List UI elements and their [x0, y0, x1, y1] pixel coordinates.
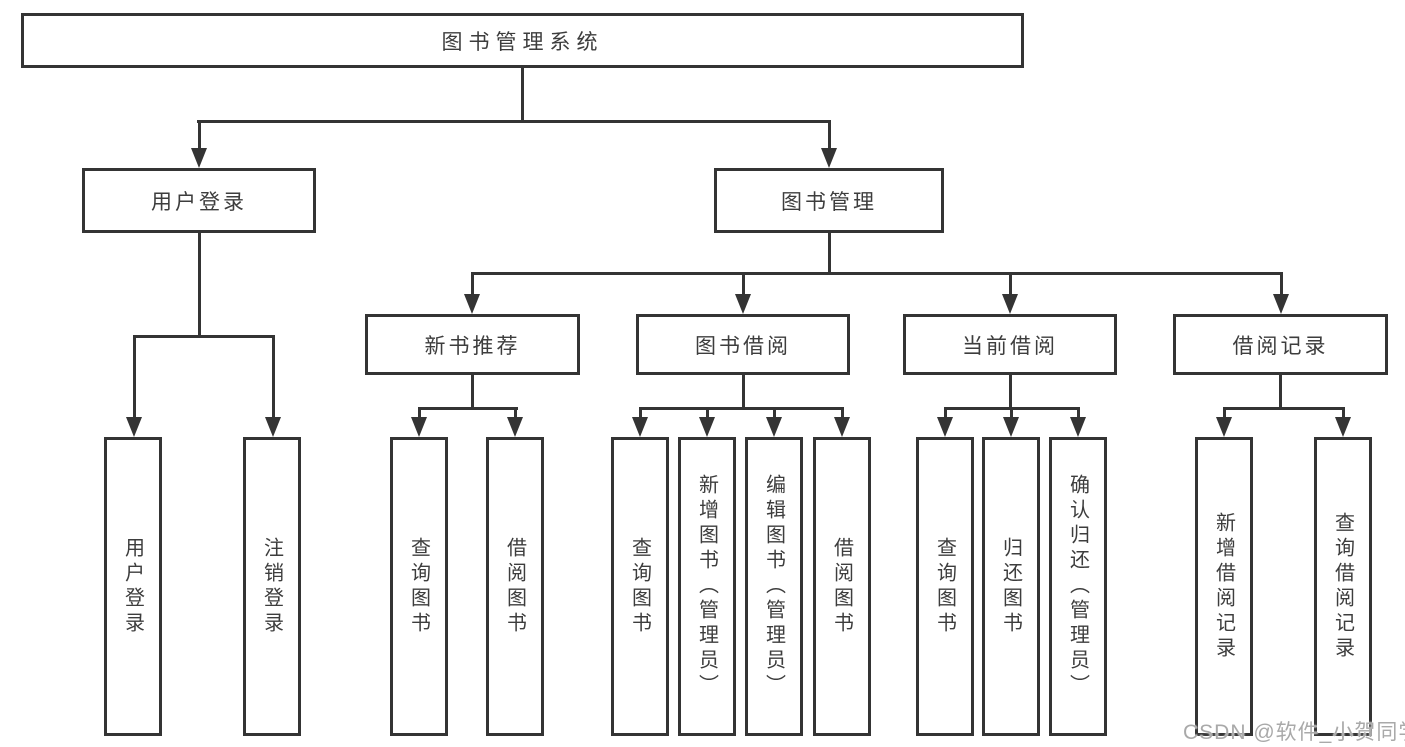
connector-bookmgmt-hline — [471, 272, 1282, 275]
node-label: 借阅记录 — [1232, 334, 1329, 358]
arrow-down-icon — [766, 417, 782, 437]
leaf-edit-books-admin: 编辑图书（管理员） — [745, 437, 803, 736]
connector-root-stub-left — [198, 120, 201, 152]
leaf-query-borrow-record: 查询借阅记录 — [1314, 437, 1372, 736]
connector-userlogin-vline — [198, 233, 201, 337]
connector-bookmgmt-stub-4 — [1280, 272, 1283, 296]
node-library-system: 图书管理系统 — [21, 13, 1024, 68]
arrow-down-icon — [1070, 417, 1086, 437]
arrow-down-icon — [507, 417, 523, 437]
node-label: 新增图书（管理员） — [695, 474, 718, 699]
connector-borrow-stub-2 — [706, 407, 709, 419]
node-label: 借阅图书 — [503, 536, 526, 637]
connector-recommend-stub-1 — [418, 407, 421, 419]
connector-recommend-stub-2 — [514, 407, 517, 419]
node-book-management: 图书管理 — [714, 168, 944, 233]
node-new-book-recommend: 新书推荐 — [365, 314, 580, 375]
connector-bookmgmt-stub-2 — [742, 272, 745, 296]
leaf-borrow-books: 借阅图书 — [813, 437, 871, 736]
arrow-down-icon — [265, 417, 281, 437]
node-label: 注销登录 — [260, 536, 283, 637]
node-label: 图书管理 — [781, 190, 877, 214]
connector-borrow-vline — [742, 375, 745, 409]
node-label: 编辑图书（管理员） — [762, 474, 785, 699]
arrow-down-icon — [126, 417, 142, 437]
connector-root-hline — [197, 120, 831, 123]
leaf-query-books-current: 查询图书 — [916, 437, 974, 736]
leaf-confirm-return-admin: 确认归还（管理员） — [1049, 437, 1107, 736]
connector-current-stub-2 — [1010, 407, 1013, 419]
leaf-query-books-recommend: 查询图书 — [390, 437, 448, 736]
arrow-down-icon — [1335, 417, 1351, 437]
csdn-watermark: CSDN @软件_小贺同学 — [1183, 721, 1405, 744]
connector-records-stub-1 — [1223, 407, 1226, 419]
connector-recommend-hline — [418, 407, 518, 410]
arrow-down-icon — [464, 294, 480, 314]
connector-bookmgmt-stub-1 — [471, 272, 474, 296]
arrow-down-icon — [191, 148, 207, 168]
node-label: 图书借阅 — [695, 334, 791, 358]
connector-userlogin-stub-2 — [272, 335, 275, 419]
connector-current-stub-3 — [1077, 407, 1080, 419]
node-label: 新增借阅记录 — [1212, 511, 1235, 662]
node-label: 用户登录 — [121, 536, 144, 637]
connector-current-stub-1 — [944, 407, 947, 419]
node-label: 当前借阅 — [962, 334, 1058, 358]
connector-borrow-stub-3 — [773, 407, 776, 419]
connector-recommend-vline — [471, 375, 474, 409]
leaf-user-login: 用户登录 — [104, 437, 162, 736]
arrow-down-icon — [1002, 294, 1018, 314]
node-label: 确认归还（管理员） — [1066, 474, 1089, 699]
leaf-logout: 注销登录 — [243, 437, 301, 736]
arrow-down-icon — [1003, 417, 1019, 437]
arrow-down-icon — [1216, 417, 1232, 437]
connector-userlogin-hline — [133, 335, 274, 338]
connector-bookmgmt-vline — [828, 233, 831, 274]
arrow-down-icon — [821, 148, 837, 168]
connector-root-stub-right — [828, 120, 831, 152]
node-label: 归还图书 — [999, 536, 1022, 637]
connector-userlogin-stub-1 — [133, 335, 136, 419]
arrow-down-icon — [1273, 294, 1289, 314]
connector-borrow-stub-4 — [841, 407, 844, 419]
node-book-borrowing: 图书借阅 — [636, 314, 850, 375]
node-label: 查询图书 — [407, 536, 430, 637]
arrow-down-icon — [834, 417, 850, 437]
connector-records-hline — [1223, 407, 1345, 410]
connector-records-stub-2 — [1342, 407, 1345, 419]
node-label: 查询图书 — [933, 536, 956, 637]
connector-records-vline — [1279, 375, 1282, 409]
node-label: 新书推荐 — [424, 334, 521, 358]
arrow-down-icon — [411, 417, 427, 437]
node-label: 图书管理系统 — [441, 30, 604, 54]
connector-root-vline — [521, 68, 524, 122]
arrow-down-icon — [735, 294, 751, 314]
arrow-down-icon — [699, 417, 715, 437]
arrow-down-icon — [632, 417, 648, 437]
leaf-return-books: 归还图书 — [982, 437, 1040, 736]
leaf-add-books-admin: 新增图书（管理员） — [678, 437, 736, 736]
connector-bookmgmt-stub-3 — [1009, 272, 1012, 296]
node-label: 用户登录 — [151, 190, 247, 214]
node-label: 借阅图书 — [830, 536, 853, 637]
leaf-borrow-books-recommend: 借阅图书 — [486, 437, 544, 736]
node-label: 查询图书 — [628, 536, 651, 637]
leaf-add-borrow-record: 新增借阅记录 — [1195, 437, 1253, 736]
connector-borrow-stub-1 — [639, 407, 642, 419]
node-user-login: 用户登录 — [82, 168, 316, 233]
connector-current-vline — [1009, 375, 1012, 409]
node-borrowing-records: 借阅记录 — [1173, 314, 1388, 375]
leaf-query-books-borrow: 查询图书 — [611, 437, 669, 736]
connector-borrow-hline — [639, 407, 844, 410]
node-label: 查询借阅记录 — [1331, 511, 1354, 662]
arrow-down-icon — [937, 417, 953, 437]
node-current-borrowing: 当前借阅 — [903, 314, 1117, 375]
